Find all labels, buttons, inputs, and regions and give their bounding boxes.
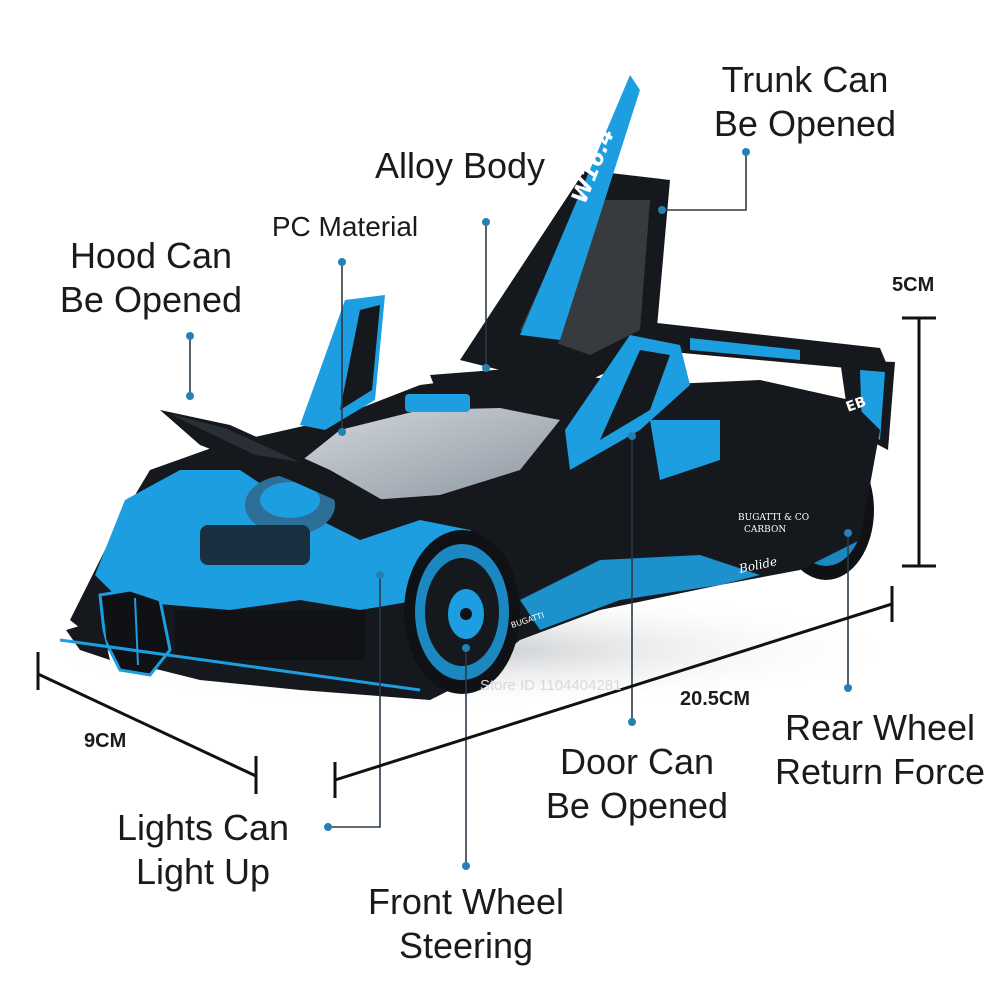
lights-label: Lights Can Light Up <box>100 806 306 894</box>
store-watermark: Store ID 1104404281 <box>480 677 622 694</box>
door-label: Door Can Be Opened <box>532 740 742 828</box>
side-badge-line2: CARBON <box>744 525 786 535</box>
rear-wheel-label: Rear Wheel Return Force <box>762 706 998 794</box>
pc-material-label: PC Material <box>271 211 419 242</box>
trunk-label: Trunk Can Be Opened <box>700 58 910 146</box>
width-dimension: 9CM <box>84 730 127 752</box>
front-wheel-label: Front Wheel Steering <box>348 880 584 968</box>
door-label-line1: Door Can <box>559 741 715 782</box>
rear-wing <box>630 320 895 450</box>
side-badge-line1: BUGATTI & CO <box>738 513 809 523</box>
front-grille <box>59 588 421 692</box>
hood-label: Hood Can Be Opened <box>46 234 256 322</box>
front-wheel <box>404 530 520 694</box>
lights-label-line1: Lights Can <box>116 807 290 848</box>
hood-label-line1: Hood Can <box>69 235 233 276</box>
trunk-label-line1: Trunk Can <box>721 59 889 100</box>
right-door <box>460 75 720 480</box>
dimension-lines <box>36 316 936 798</box>
leader-dots <box>186 148 852 870</box>
front-wheel-label-line1: Front Wheel <box>367 881 565 922</box>
roof-scoop <box>405 368 560 412</box>
height-dimension: 5CM <box>892 274 935 296</box>
hood-label-line2: Be Opened <box>59 279 243 320</box>
front-wheel-label-line2: Steering <box>398 925 534 966</box>
door-label-line2: Be Opened <box>545 785 729 826</box>
rear-wheel-label-line1: Rear Wheel <box>784 707 976 748</box>
rear-wheel-label-line2: Return Force <box>774 751 986 792</box>
open-hood <box>160 410 400 520</box>
rear-marking: EB <box>844 394 868 416</box>
lights-label-line2: Light Up <box>135 851 271 892</box>
length-dimension: 20.5CM <box>680 688 751 710</box>
leader-lines <box>189 152 849 866</box>
alloy-body-label: Alloy Body <box>374 145 546 186</box>
trunk-label-line2: Be Opened <box>713 103 897 144</box>
